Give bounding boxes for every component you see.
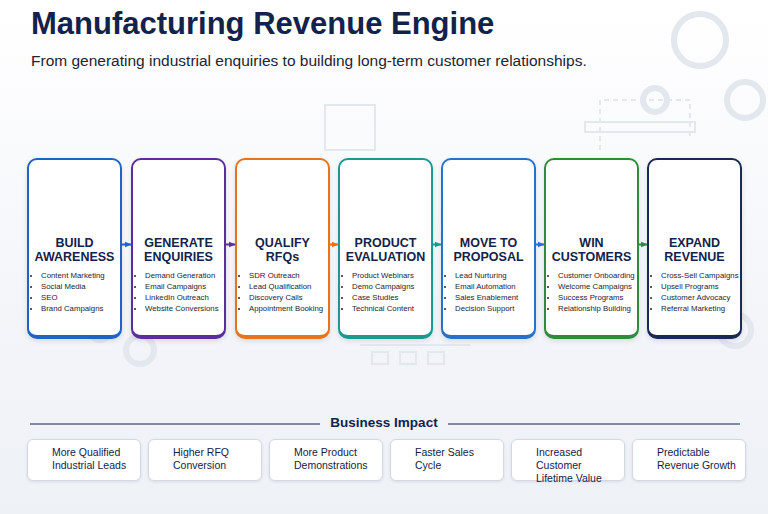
impact-text: Higher RFQ Conversion [173, 446, 257, 472]
flow-arrow [639, 244, 647, 246]
stage-heading-wrap: MOVE TO PROPOSAL [447, 236, 530, 264]
tactic-item: Sales Enablement [455, 292, 518, 303]
stage-heading: MOVE TO PROPOSAL [448, 236, 530, 264]
tactic-item: Product Webinars [352, 270, 414, 281]
tactic-item: Customer Advocacy [661, 292, 739, 303]
stage-box: BUILD AWARENESS Content MarketingSocial M… [27, 158, 122, 339]
tactic-item: SDR Outreach [249, 270, 323, 281]
impact-text: Predictable Revenue Growth [657, 446, 741, 472]
tactic-item: Content Marketing [41, 270, 105, 281]
tactic-item: Relationship Building [558, 303, 635, 314]
impact-text: More Product Demonstrations [294, 446, 378, 472]
impact-box: Faster Sales Cycle [390, 439, 504, 481]
stage-heading: BUILD AWARENESS [34, 236, 116, 264]
tactic-list: SDR OutreachLead QualificationDiscovery … [241, 270, 323, 314]
flow-arrow [226, 244, 235, 246]
page-caption: From generating industrial enquiries to … [31, 52, 587, 70]
stage-heading-wrap: PRODUCT EVALUATION [344, 236, 427, 264]
tactic-list: Cross-Sell CampaignsUpsell ProgramsCusto… [653, 270, 739, 314]
stage-heading: WIN CUSTOMERS [551, 236, 633, 264]
stage-heading-wrap: WIN CUSTOMERS [550, 236, 633, 264]
impact-box: More Product Demonstrations [269, 439, 383, 481]
impact-text: More Qualified Industrial Leads [52, 446, 136, 472]
stage-box: GENERATE ENQUIRIES Demand GenerationEmail… [131, 158, 226, 339]
impact-text: Increased Customer Lifetime Value [536, 446, 620, 485]
tactic-item: LinkedIn Outreach [145, 292, 219, 303]
impact-box: Increased Customer Lifetime Value [511, 439, 625, 481]
tactic-item: Email Campaigns [145, 281, 219, 292]
tactic-item: Demand Generation [145, 270, 219, 281]
flow-arrow [536, 244, 544, 246]
tactic-list: Product WebinarsDemo CampaignsCase Studi… [344, 270, 414, 314]
tactic-item: Decision Support [455, 303, 518, 314]
tactic-list: Demand GenerationEmail CampaignsLinkedIn… [137, 270, 219, 314]
tactic-item: Social Media [41, 281, 105, 292]
stage-heading: GENERATE ENQUIRIES [138, 236, 220, 264]
stage-box: WIN CUSTOMERS Customer OnboardingWelcome … [544, 158, 639, 339]
impact-box: Higher RFQ Conversion [148, 439, 262, 481]
stage-box: QUALIFY RFQsSDR OutreachLead Qualificati… [235, 158, 330, 339]
tactic-item: Discovery Calls [249, 292, 323, 303]
tactic-item: Cross-Sell Campaigns [661, 270, 739, 281]
tactic-item: Lead Nurturing [455, 270, 518, 281]
tactic-item: Welcome Campaigns [558, 281, 635, 292]
stage-heading-wrap: GENERATE ENQUIRIES [137, 236, 220, 264]
stage-box: PRODUCT EVALUATION Product WebinarsDemo C… [338, 158, 433, 339]
impact-box: More Qualified Industrial Leads [27, 439, 141, 481]
tactic-item: Demo Campaigns [352, 281, 414, 292]
stage-box: EXPAND REVENUE Cross-Sell CampaignsUpsell… [647, 158, 742, 339]
tactic-list: Customer OnboardingWelcome CampaignsSucc… [550, 270, 635, 314]
tactic-item: Brand Campaigns [41, 303, 105, 314]
stage-heading-wrap: BUILD AWARENESS [33, 236, 116, 264]
tactic-item: Lead Qualification [249, 281, 323, 292]
tactic-item: Technical Content [352, 303, 414, 314]
tactic-list: Content MarketingSocial MediaSEOBrand Ca… [33, 270, 105, 314]
stage-heading: QUALIFY RFQs [242, 236, 324, 264]
tactic-item: Upsell Programs [661, 281, 739, 292]
tactic-item: Website Conversions [145, 303, 219, 314]
stage-heading: EXPAND REVENUE [654, 236, 736, 264]
stage-heading-wrap: QUALIFY RFQs [241, 236, 324, 264]
section-heading: Business Impact [330, 415, 437, 430]
stage-box: MOVE TO PROPOSAL Lead NurturingEmail Auto… [441, 158, 536, 339]
decor-conveyor [325, 100, 695, 364]
tactic-item: Referral Marketing [661, 303, 739, 314]
page-title: Manufacturing Revenue Engine [31, 6, 494, 42]
tactic-item: SEO [41, 292, 105, 303]
stage-heading-wrap: EXPAND REVENUE [653, 236, 736, 264]
flow-arrow [433, 244, 441, 246]
flow-arrow [122, 244, 131, 246]
tactic-list: Lead NurturingEmail AutomationSales Enab… [447, 270, 518, 314]
flow-arrow [330, 244, 338, 246]
tactic-item: Appointment Booking [249, 303, 323, 314]
tactic-item: Customer Onboarding [558, 270, 635, 281]
tactic-item: Success Programs [558, 292, 635, 303]
impact-box: Predictable Revenue Growth [632, 439, 746, 481]
tactic-item: Case Studies [352, 292, 414, 303]
stage-heading: PRODUCT EVALUATION [345, 236, 427, 264]
impact-text: Faster Sales Cycle [415, 446, 499, 472]
tactic-item: Email Automation [455, 281, 518, 292]
